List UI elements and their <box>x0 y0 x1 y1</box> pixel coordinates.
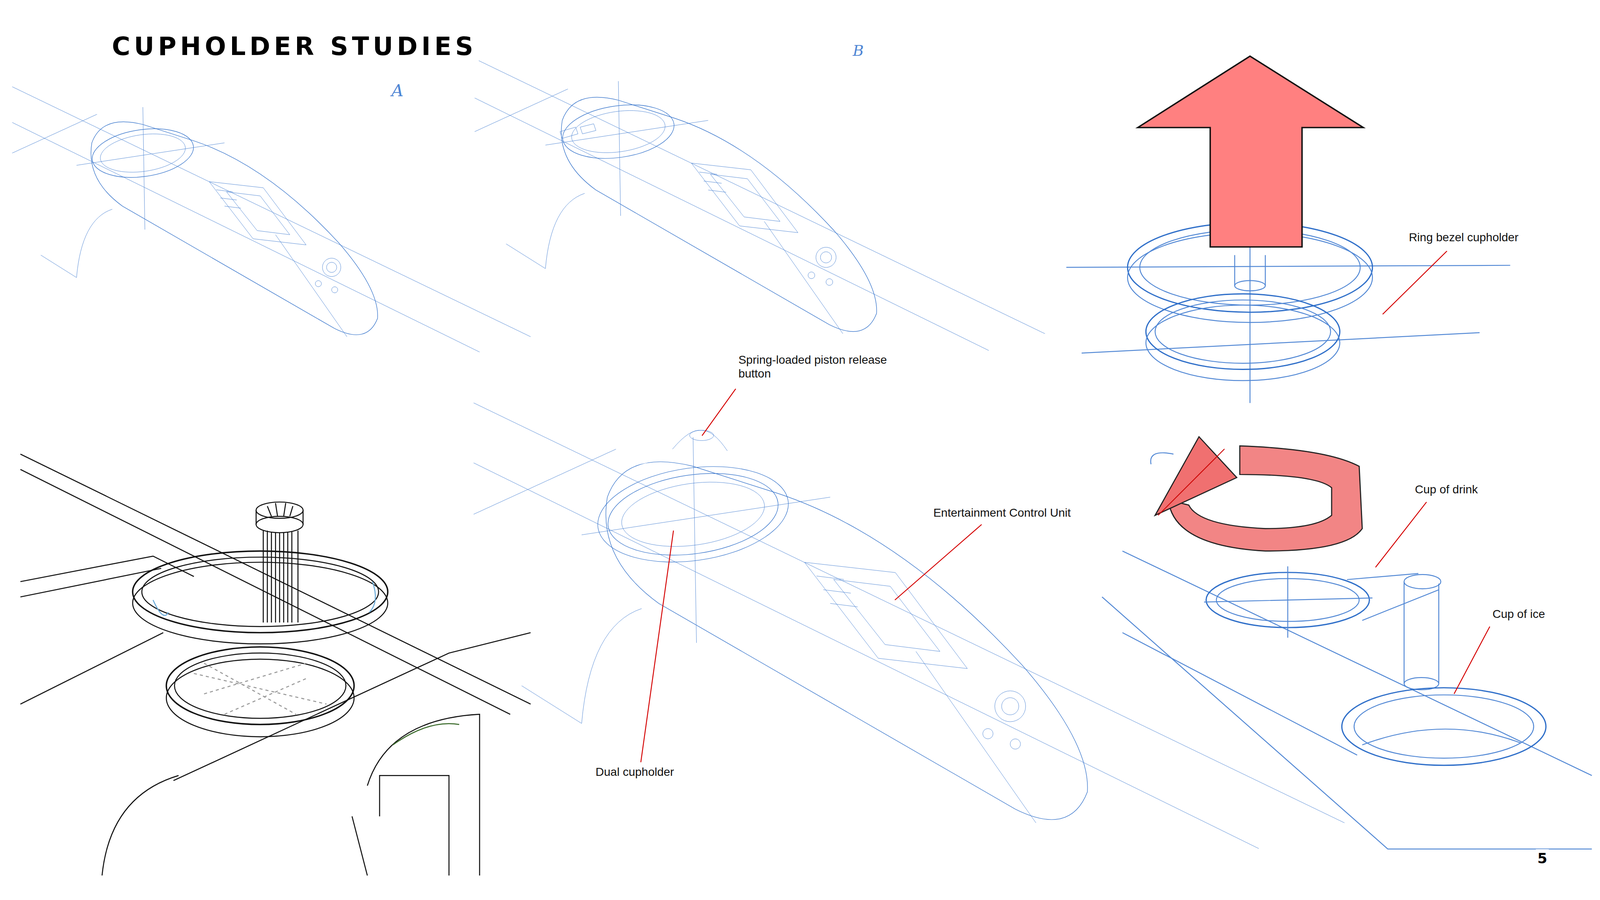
sketch-stroke <box>1354 695 1534 759</box>
sketch-stroke <box>1341 687 1546 766</box>
console-sketch-main <box>473 402 1345 849</box>
sketch-stroke <box>166 659 355 737</box>
sketch-stroke <box>193 663 327 715</box>
callout-label: Cup of ice <box>1490 606 1547 623</box>
sketch-stroke <box>256 510 304 525</box>
sketch-stroke <box>267 502 293 517</box>
sketch-stroke <box>702 388 736 436</box>
sketch-stroke <box>267 530 293 623</box>
console-sketch-b <box>474 58 1045 351</box>
callout-label: Ring bezel cupholder <box>1407 229 1520 246</box>
sketch-stroke <box>1137 56 1364 248</box>
callout-label: Dual cupholder <box>593 764 676 780</box>
sketch-stroke <box>560 123 596 139</box>
lift-arrow <box>1137 56 1364 248</box>
sketch-stroke <box>132 550 388 633</box>
exploded-view <box>1066 167 1592 850</box>
sketch-stroke <box>1155 300 1331 364</box>
callout-label: Entertainment Control Unit <box>931 505 1073 521</box>
ring-bezel-drawing <box>20 454 531 876</box>
sketch-stroke <box>1066 265 1510 268</box>
sketch-stroke <box>392 723 460 745</box>
sketch-stroke <box>352 775 450 876</box>
sketch-stroke <box>1382 250 1447 315</box>
sketch-stroke <box>1454 626 1490 695</box>
sketch-stroke <box>1102 597 1593 850</box>
sketch-stroke <box>367 714 480 876</box>
sketch-stroke <box>1155 436 1237 516</box>
sketch-stroke <box>20 568 162 598</box>
sketch-stroke <box>1362 729 1521 745</box>
rotate-band <box>1155 436 1363 551</box>
console-sketch-a <box>12 86 531 353</box>
sketch-stroke <box>102 775 179 876</box>
sketch-stroke <box>166 647 355 725</box>
sketch-stroke <box>1404 574 1441 589</box>
sketch-stroke <box>20 556 194 582</box>
sketch-stroke <box>1122 550 1593 776</box>
sketch-stroke <box>1234 280 1265 291</box>
sketch-stroke <box>20 454 531 705</box>
sketch-stroke <box>1404 581 1439 684</box>
leader-lines <box>640 250 1490 763</box>
sketch-stroke <box>1375 502 1427 568</box>
sketch-stroke <box>132 562 388 644</box>
sketch-stroke <box>672 430 728 451</box>
sketch-stroke <box>263 530 298 623</box>
sketch-stroke <box>369 581 376 613</box>
sketch-stroke <box>1204 566 1373 638</box>
sketch-stroke <box>689 430 714 441</box>
sketch-stroke <box>256 516 304 533</box>
sketch-stroke <box>473 402 1345 849</box>
sketch-stroke <box>1158 449 1225 516</box>
callout-label: Spring-loaded piston release button <box>736 352 920 382</box>
sketch-stroke <box>895 524 982 600</box>
sketch-stroke <box>1145 305 1340 381</box>
sketch-stroke <box>141 557 379 627</box>
sketch-letter: A <box>390 79 406 102</box>
sketch-stroke <box>174 652 346 719</box>
sketch-stroke <box>20 632 164 704</box>
sketch-stroke <box>20 469 511 715</box>
sketch-stroke <box>1150 452 1174 465</box>
sketch-stroke <box>1234 255 1265 286</box>
sketch-stroke <box>474 58 1045 351</box>
sketch-stroke <box>12 86 531 353</box>
sketch-stroke <box>1347 573 1439 621</box>
sketch-stroke <box>1081 332 1480 353</box>
page-title: CUPHOLDER STUDIES <box>110 30 479 63</box>
sketch-stroke <box>1122 632 1358 755</box>
page-number: 5 <box>1535 849 1550 868</box>
callout-label: Cup of drink <box>1413 481 1480 498</box>
sketch-stroke <box>640 530 674 763</box>
sketch-stroke <box>591 455 795 574</box>
sketch-stroke <box>152 600 169 616</box>
sketch-letter: B <box>850 40 865 61</box>
